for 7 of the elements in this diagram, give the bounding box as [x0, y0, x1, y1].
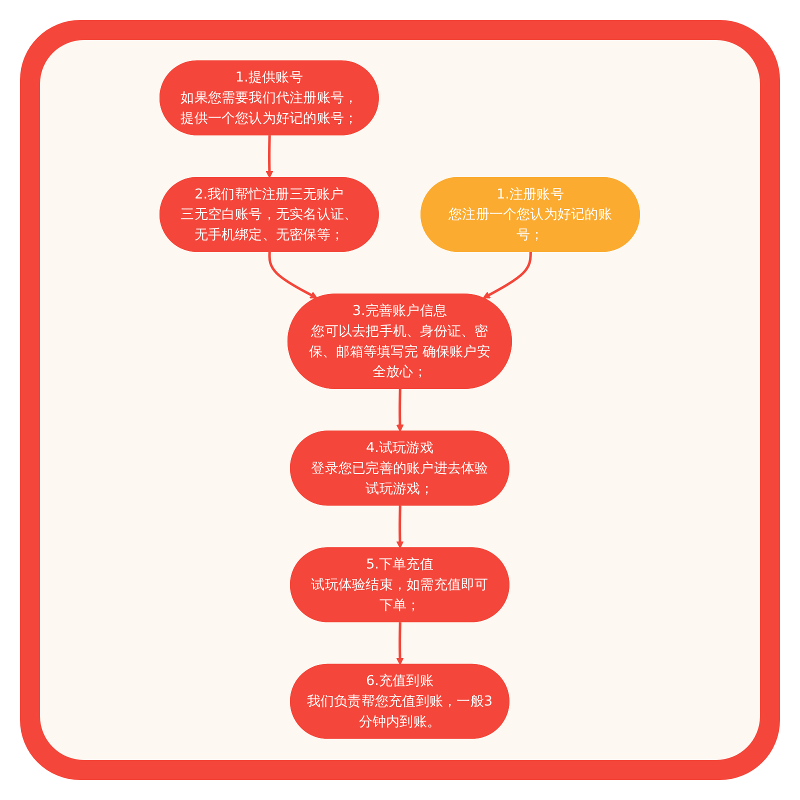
arrow — [396, 622, 404, 666]
card-background: 1.提供账号 如果您需要我们代注册账号，提供一个您认为好记的账号； 2.我们帮忙注册三无账户 三无空白账号，无实名认证、无手机绑定、无密保等； 1.注册账号 您注册一个您认为好记的账号； 3.完善账户信息 您可以去把手机、身份证、密保、邮箱等填写完 确保账户安全放心； 4.试玩游戏 登录您已完善的账户进去体验试玩游戏； 5.下单充值 试玩体验结束，如需充值即可下单； 6.充值到账 我们负责帮您充值到账，一般3分钟内到账。 — [40, 40, 760, 760]
arrow — [266, 136, 274, 179]
arrow — [483, 252, 532, 299]
arrow — [268, 252, 318, 299]
arrow — [396, 506, 404, 549]
arrow — [396, 389, 404, 432]
